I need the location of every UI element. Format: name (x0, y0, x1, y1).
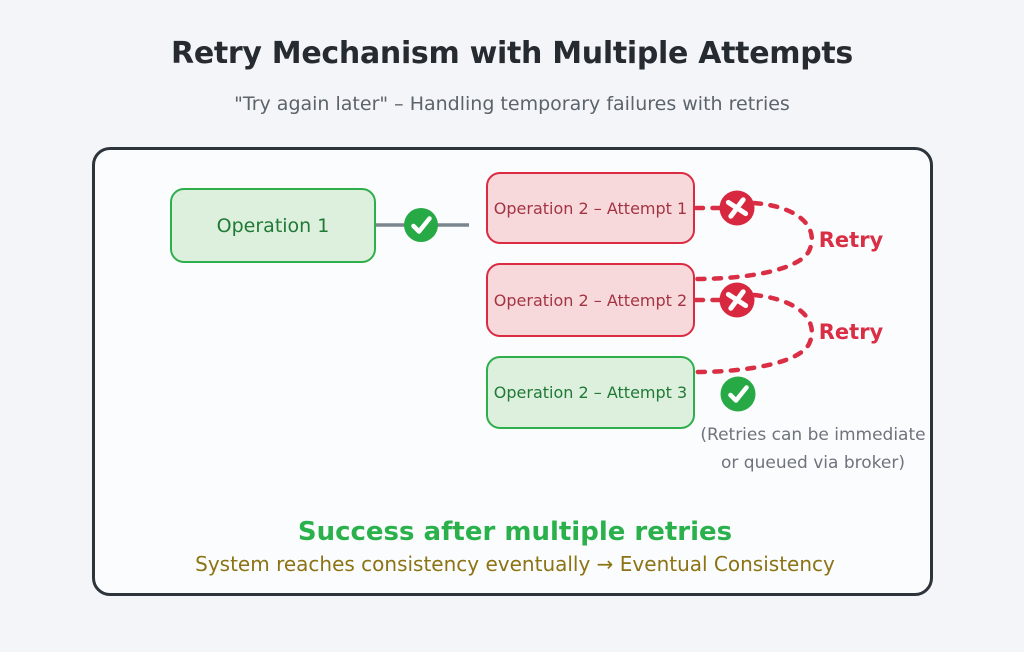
retry-note-line-1: (Retries can be immediate (700, 425, 926, 445)
check-circle-icon (404, 208, 438, 242)
node-attempt-1-label: Operation 2 – Attempt 1 (493, 198, 688, 218)
node-operation-1: Operation 1 (170, 188, 376, 263)
check-circle-icon (720, 376, 756, 412)
connector-layer (376, 190, 815, 412)
page-title: Retry Mechanism with Multiple Attempts (171, 36, 853, 71)
success-heading: Success after multiple retries (297, 517, 733, 547)
node-attempt-2-label: Operation 2 – Attempt 2 (493, 290, 688, 310)
retry-curve-2 (693, 292, 815, 375)
diagram-frame: Operation 1 Operation 2 – Attempt 1 Oper… (92, 147, 933, 596)
x-circle-icon (719, 282, 755, 318)
retry-curve-1 (693, 200, 815, 282)
eventual-consistency-note: System reaches consistency eventually → … (195, 552, 835, 576)
node-operation-2-attempt-1: Operation 2 – Attempt 1 (486, 172, 695, 244)
retry-label-2: Retry (818, 320, 884, 344)
retry-label-1: Retry (818, 228, 884, 252)
page-subtitle: "Try again later" – Handling temporary f… (234, 93, 790, 115)
node-attempt-3-label: Operation 2 – Attempt 3 (493, 383, 688, 402)
retry-note: (Retries can be immediate or queued via … (688, 421, 938, 477)
x-circle-icon (719, 190, 755, 226)
node-operation-1-label: Operation 1 (216, 214, 330, 237)
node-operation-2-attempt-3: Operation 2 – Attempt 3 (486, 356, 695, 429)
node-operation-2-attempt-2: Operation 2 – Attempt 2 (486, 263, 695, 337)
retry-note-line-2: or queued via broker) (721, 453, 905, 473)
